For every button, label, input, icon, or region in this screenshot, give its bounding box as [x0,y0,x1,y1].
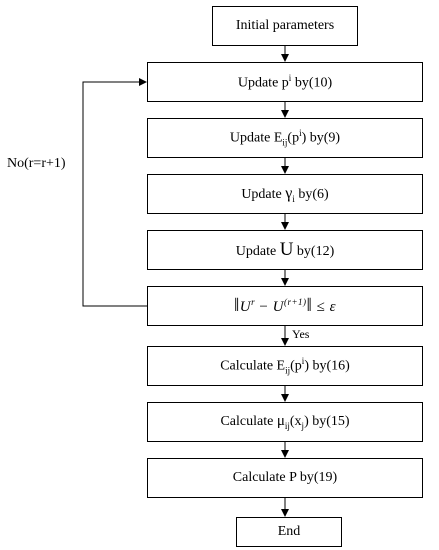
calculate-mu-box: Calculate μij(xj) by(15) [147,402,423,442]
yes-branch-label: Yes [292,327,310,341]
calculate-mu-label: Calculate μij(xj) by(15) [220,413,350,431]
update-gamma-label: Update γi by(6) [241,184,329,204]
no-branch-label: No(r=r+1) [7,156,66,171]
calculate-e-box: Calculate Eij(pi) by(16) [147,346,423,386]
calculate-e-label: Calculate Eij(pi) by(16) [220,356,350,376]
update-p-box: Update pi by(10) [147,62,423,102]
update-gamma-box: Update γi by(6) [147,174,423,214]
initial-parameters-label: Initial parameters [235,18,335,33]
end-label: End [277,524,301,539]
update-p-label: Update pi by(10) [237,72,333,91]
convergence-condition-box: ‖Ur − U(r+1)‖ ≤ ε [147,286,423,326]
update-u-label: Update U by(12) [235,239,335,260]
calculate-p-label: Calculate P by(19) [232,470,338,485]
calculate-p-box: Calculate P by(19) [147,458,423,498]
end-box: End [236,517,342,547]
update-e-label: Update Eij(pi) by(9) [229,128,341,148]
initial-parameters-box: Initial parameters [212,6,358,46]
update-u-box: Update U by(12) [147,230,423,270]
update-e-box: Update Eij(pi) by(9) [147,118,423,158]
convergence-condition-formula: ‖Ur − U(r+1)‖ ≤ ε [233,295,337,316]
arrow-no-loop [82,78,147,307]
